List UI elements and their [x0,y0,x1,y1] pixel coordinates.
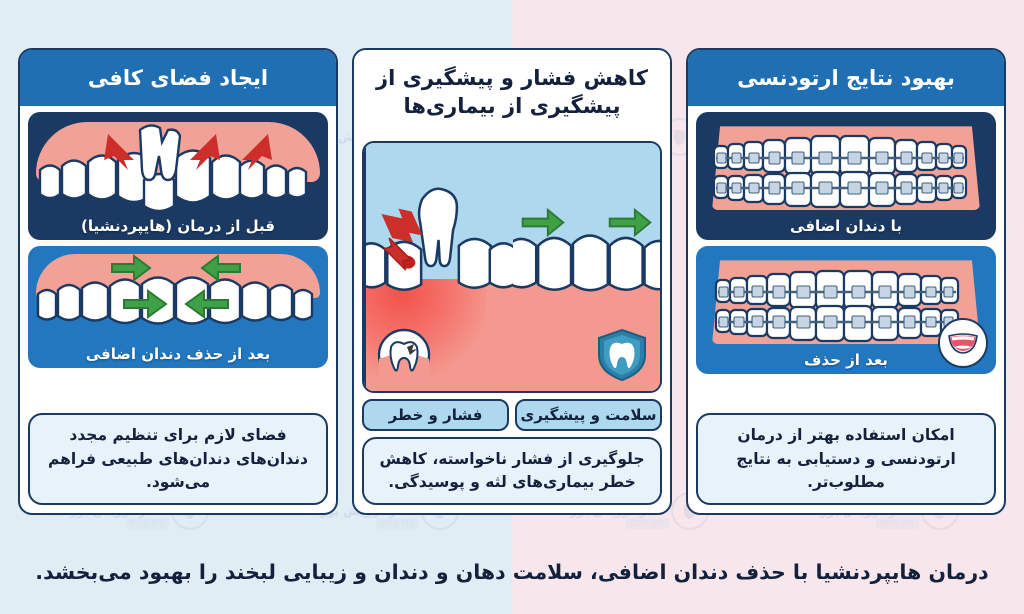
braces-after-panel: بعد از حذف [696,246,996,375]
card-ortho[interactable]: بهبود نتایج ارتودنسی [686,48,1006,516]
smile-icon [938,318,988,369]
card-space[interactable]: ایجاد فضای کافی [18,48,338,516]
braces-icon [712,135,968,209]
before-treatment-caption: قبل از درمان (هایپردنشیا) [80,217,275,236]
before-treatment-panel: قبل از درمان (هایپردنشیا) [28,112,328,241]
card-ortho-body: با دندان اضافی [688,106,1004,513]
card-pressure-title: کاهش فشار و پیشگیری از پیشگیری از بیماری… [354,50,670,135]
extra-tooth-icon [38,124,308,213]
comparison-labels: سلامت و پیشگیری فشار و خطر [362,398,662,431]
after-removal-caption: بعد از حذف دندان اضافی [85,345,271,364]
footer-caption: درمان هایپردنشیا با حذف دندان اضافی، سلا… [35,560,989,584]
healthy-half [513,142,660,391]
card-pressure-body: سلامت و پیشگیری فشار و خطر جلوگیری از فش… [354,135,670,513]
decayed-tooth-icon [376,327,432,391]
aligned-teeth-icon [36,254,314,326]
braces-before-panel: با دندان اضافی [696,112,996,241]
label-pressure-risk: فشار و خطر [362,398,509,431]
card-pressure-note: جلوگیری از فشار ناخواسته، کاهش خطر بیمار… [362,436,662,506]
healthy-teeth-icon [513,207,660,292]
braces-before-caption: با دندان اضافی [790,217,902,236]
risk-half [364,142,513,391]
after-removal-panel: بعد از حذف دندان اضافی [28,246,328,369]
pressure-comparison-illustration [362,140,662,393]
shield-tooth-icon [594,327,650,383]
cards-container: بهبود نتایج ارتودنسی [18,48,1006,516]
label-health-prevention: سلامت و پیشگیری [515,398,662,431]
card-ortho-note: امکان استفاده بهتر از درمان ارتودنسی و د… [696,413,996,506]
card-pressure[interactable]: کاهش فشار و پیشگیری از پیشگیری از بیماری… [352,48,672,516]
braces-after-caption: بعد از حذف [804,351,888,370]
card-space-title: ایجاد فضای کافی [20,50,336,107]
card-ortho-title: بهبود نتایج ارتودنسی [688,50,1004,107]
card-space-body: قبل از درمان (هایپردنشیا) [20,106,336,513]
crowded-tooth-icon [366,187,513,291]
card-space-note: فضای لازم برای تنظیم مجدد دندان‌های دندا… [28,413,328,506]
